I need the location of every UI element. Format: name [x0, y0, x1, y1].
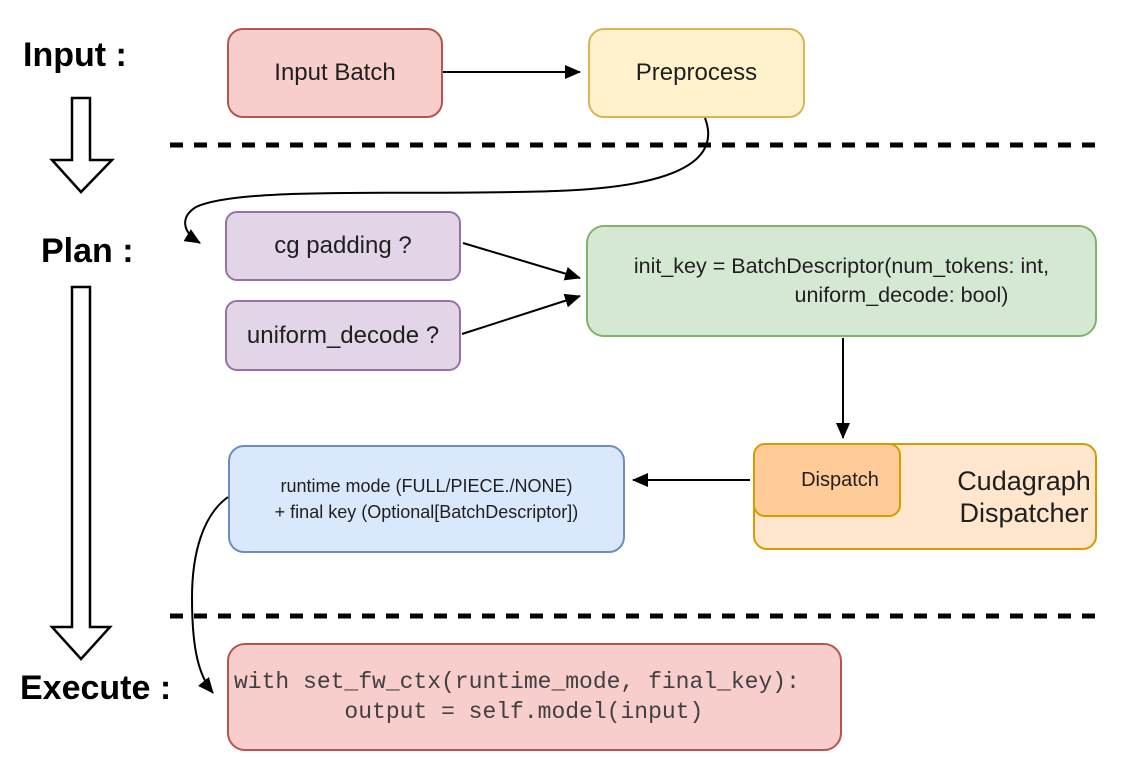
node-cudagraph-dispatcher-line2: Dispatcher	[959, 497, 1089, 528]
node-cg-padding-label: cg padding ?	[274, 232, 412, 259]
arrow-uniform-decode-to-init-key	[461, 293, 581, 335]
node-execute-code-line2: output = self.model(input)	[234, 699, 704, 725]
stage-label-input: Input :	[23, 36, 127, 74]
node-input-batch: Input Batch	[227, 28, 443, 118]
node-cg-padding: cg padding ?	[225, 211, 461, 281]
node-preprocess-label: Preprocess	[635, 59, 758, 86]
node-init-key-line2: uniform_decode: bool)	[794, 283, 1009, 307]
arrow-cg-padding-to-init-key	[462, 242, 581, 281]
node-dispatch-label: Dispatch	[801, 468, 879, 491]
node-runtime-mode-line2: + final key (Optional[BatchDescriptor])	[274, 502, 579, 522]
node-cudagraph-dispatcher-line1: Cudagraph	[957, 465, 1091, 496]
block-arrow-input-to-plan	[49, 96, 115, 194]
node-init-key: init_key = BatchDescriptor(num_tokens: i…	[586, 225, 1097, 337]
node-preprocess: Preprocess	[588, 28, 805, 118]
node-uniform-decode-label: uniform_decode ?	[246, 321, 440, 349]
node-dispatch: Dispatch	[753, 443, 901, 517]
node-cudagraph-dispatcher-label: Cudagraph Dispatcher	[924, 445, 1124, 548]
node-init-key-line1: init_key = BatchDescriptor(num_tokens: i…	[633, 254, 1050, 278]
arrow-runtime-mode-to-execute-code	[190, 496, 229, 694]
node-execute-code: with set_fw_ctx(runtime_mode, final_key)…	[227, 643, 842, 751]
stage-label-plan: Plan :	[41, 232, 134, 270]
block-arrow-plan-to-execute	[49, 285, 113, 661]
node-runtime-mode-line1: runtime mode (FULL/PIECE./NONE)	[280, 476, 573, 496]
node-uniform-decode: uniform_decode ?	[225, 300, 461, 371]
node-input-batch-label: Input Batch	[274, 59, 396, 86]
node-execute-code-line1: with set_fw_ctx(runtime_mode, final_key)…	[234, 669, 800, 695]
stage-label-execute: Execute :	[20, 669, 172, 707]
node-runtime-mode: runtime mode (FULL/PIECE./NONE) + final …	[228, 445, 625, 553]
